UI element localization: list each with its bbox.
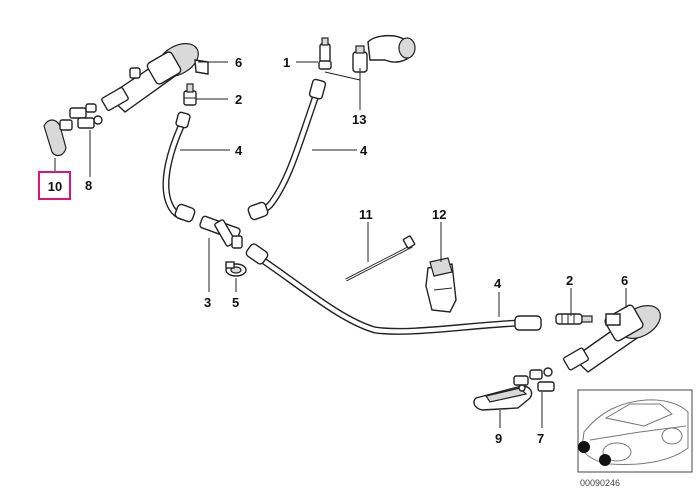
callout-4-right[interactable]: 4	[494, 276, 502, 291]
callout-9[interactable]: 9	[495, 431, 502, 446]
non-return-valve-top[interactable]	[183, 83, 197, 106]
connector-part-1[interactable]	[318, 37, 332, 70]
hose-left-top[interactable]	[162, 118, 192, 221]
callout-3[interactable]: 3	[204, 295, 211, 310]
vehicle-location-inset[interactable]: 00090246	[577, 389, 693, 488]
hose-clamp-part-5[interactable]	[225, 261, 247, 277]
car-outline-icon	[581, 399, 689, 465]
callout-10[interactable]: 10	[48, 179, 62, 194]
callout-10-highlight-box	[38, 171, 71, 200]
t-piece-part-3[interactable]	[199, 215, 243, 249]
callout-4-left[interactable]: 4	[235, 143, 243, 158]
hose-sleeve-middle	[247, 78, 327, 221]
callout-13[interactable]: 13	[352, 112, 366, 127]
callout-2-right[interactable]: 2	[566, 273, 573, 288]
callout-2-top[interactable]: 2	[235, 92, 242, 107]
callout-5[interactable]: 5	[232, 295, 239, 310]
location-marker-right	[599, 454, 611, 466]
callout-6-right[interactable]: 6	[621, 273, 628, 288]
non-return-valve-right[interactable]	[555, 313, 593, 325]
cover-part-9[interactable]	[473, 385, 533, 411]
washer-jet-right[interactable]	[563, 299, 666, 373]
callout-6-top[interactable]: 6	[235, 55, 242, 70]
location-marker-left	[578, 441, 590, 453]
angle-connector-part-13[interactable]	[352, 35, 416, 73]
fastener-set-part-8[interactable]	[59, 103, 103, 131]
hose-middle[interactable]	[248, 86, 322, 217]
inset-code: 00090246	[580, 478, 620, 488]
callout-12[interactable]: 12	[432, 207, 446, 222]
fastener-set-part-7[interactable]	[513, 367, 555, 392]
callout-1[interactable]: 1	[283, 55, 290, 70]
cable-tie-part-11[interactable]	[345, 235, 416, 282]
holder-part-12[interactable]	[425, 257, 457, 313]
hose-sleeve-long	[245, 243, 542, 331]
hose-sleeve-left	[174, 111, 196, 223]
callout-11[interactable]: 11	[359, 207, 373, 222]
callout-7[interactable]: 7	[537, 431, 544, 446]
washer-jet-top[interactable]	[101, 37, 209, 113]
callout-8[interactable]: 8	[85, 178, 92, 193]
callout-4-middle[interactable]: 4	[360, 143, 368, 158]
leader-lines	[54, 61, 627, 428]
hose-long[interactable]	[251, 251, 524, 335]
